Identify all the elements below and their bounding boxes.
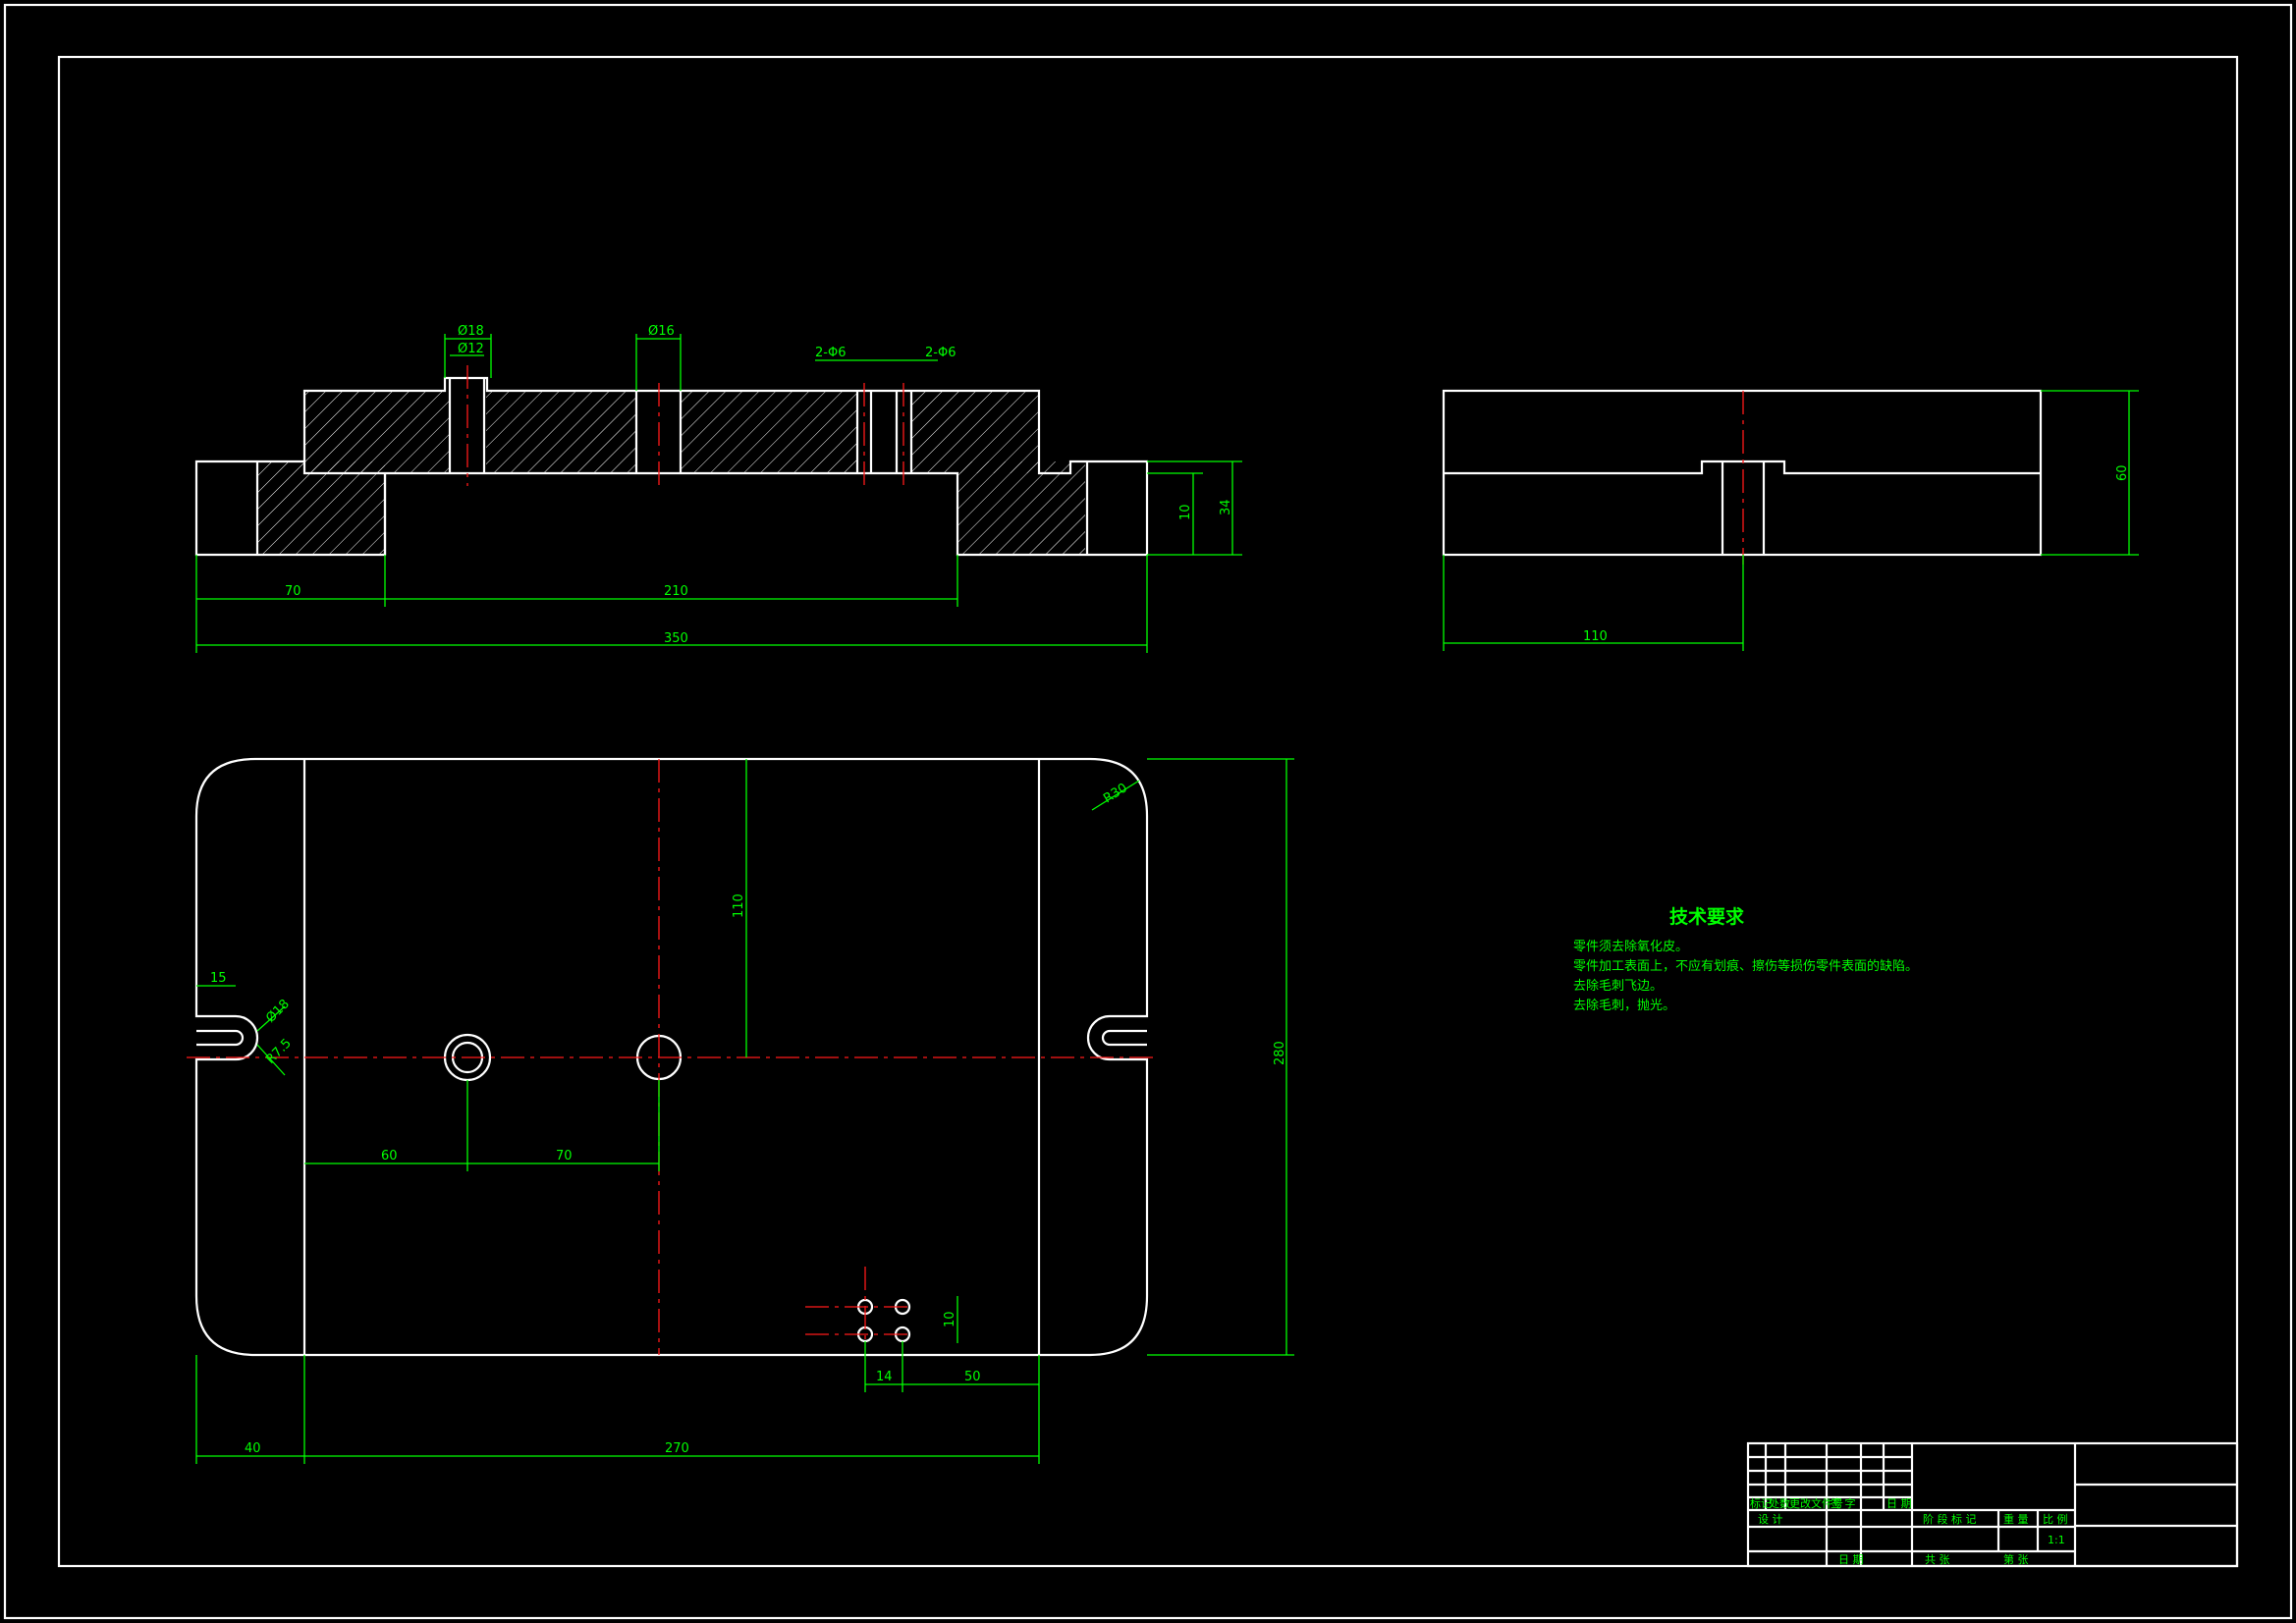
side-view: 110 60 — [1442, 389, 2139, 651]
dim-phi18-top: Ø18 — [458, 324, 484, 339]
dim-front-70: 70 — [285, 584, 301, 599]
dim-plan-60: 60 — [381, 1149, 398, 1163]
dim-plan-15: 15 — [210, 971, 227, 986]
tb-sheets: 共 张 — [1925, 1553, 1950, 1566]
dim-plan-10: 10 — [943, 1311, 957, 1327]
dim-front-350: 350 — [664, 631, 688, 646]
dim-plan-40: 40 — [245, 1441, 261, 1456]
hatch-boss-left — [304, 391, 450, 473]
tb-rev-doc: 更改文件号 — [1789, 1496, 1843, 1510]
plan-view: 110 280 60 70 40 270 15 Ø18 R7.5 R30 14 … — [187, 757, 1294, 1464]
tb-scale-label: 比 例 — [2043, 1512, 2068, 1526]
dim-phi12: Ø12 — [458, 342, 484, 356]
dim-front-34: 34 — [1219, 499, 1233, 515]
dim-front-210: 210 — [664, 584, 688, 599]
dim-plan-280: 280 — [1273, 1041, 1287, 1065]
tech-requirements: 技术要求 零件须去除氧化皮。 零件加工表面上，不应有划痕、擦伤等损伤零件表面的缺… — [1573, 905, 1918, 1013]
hatch-right-flange — [957, 461, 1085, 555]
dim-plan-r7: R7.5 — [263, 1036, 295, 1067]
tb-rev-date: 日 期 — [1886, 1497, 1912, 1510]
tech-line-3: 去除毛刺飞边。 — [1573, 979, 1663, 994]
dim-plan-r30: R30 — [1101, 781, 1130, 806]
tech-line-4: 去除毛刺，抛光。 — [1573, 999, 1675, 1013]
drawing-frame — [57, 55, 2239, 1568]
tb-rev-sign: 签 字 — [1831, 1496, 1856, 1510]
dim-phi16: Ø16 — [648, 324, 675, 339]
tb-scale: 1:1 — [2048, 1534, 2065, 1546]
outer-border — [3, 3, 2293, 1620]
dim-holes-right: 2-Φ6 — [925, 346, 956, 360]
tb-stage: 阶 段 标 记 — [1923, 1512, 1977, 1526]
hatch-mid-left — [486, 391, 636, 473]
title-block: 标记 处数 更改文件号 签 字 日 期 设 计 日 期 阶 段 标 记 重 量 … — [1746, 1441, 2239, 1568]
plan-outline — [194, 757, 1149, 1357]
hatch-mid — [681, 391, 857, 473]
hatch-mid-right — [911, 391, 1039, 473]
tech-line-2: 零件加工表面上，不应有划痕、擦伤等损伤零件表面的缺陷。 — [1573, 958, 1918, 974]
tb-rev-mark: 标记 — [1750, 1496, 1772, 1510]
dim-plan-270: 270 — [665, 1441, 689, 1456]
dim-front-10: 10 — [1178, 504, 1193, 520]
dim-plan-14: 14 — [876, 1370, 893, 1384]
dim-plan-70: 70 — [556, 1149, 573, 1163]
tech-title: 技术要求 — [1669, 905, 1745, 928]
tb-date: 日 期 — [1838, 1553, 1864, 1566]
tech-line-1: 零件须去除氧化皮。 — [1573, 940, 1688, 954]
hatch-left-flange — [257, 461, 385, 555]
tb-rev-count: 处数 — [1769, 1497, 1790, 1510]
dim-plan-50: 50 — [964, 1370, 981, 1384]
tb-design: 设 计 — [1758, 1513, 1783, 1526]
tb-sheet-no: 第 张 — [2003, 1552, 2029, 1566]
dim-plan-110: 110 — [732, 893, 746, 918]
front-section-view: 70 210 350 10 34 Ø18 Ø12 Ø16 2-Φ6 2-Φ6 — [194, 324, 1242, 653]
dim-side-110: 110 — [1583, 629, 1608, 644]
dim-side-60: 60 — [2115, 464, 2130, 481]
dim-holes-left: 2-Φ6 — [815, 346, 846, 360]
tb-weight: 重 量 — [2003, 1512, 2029, 1526]
